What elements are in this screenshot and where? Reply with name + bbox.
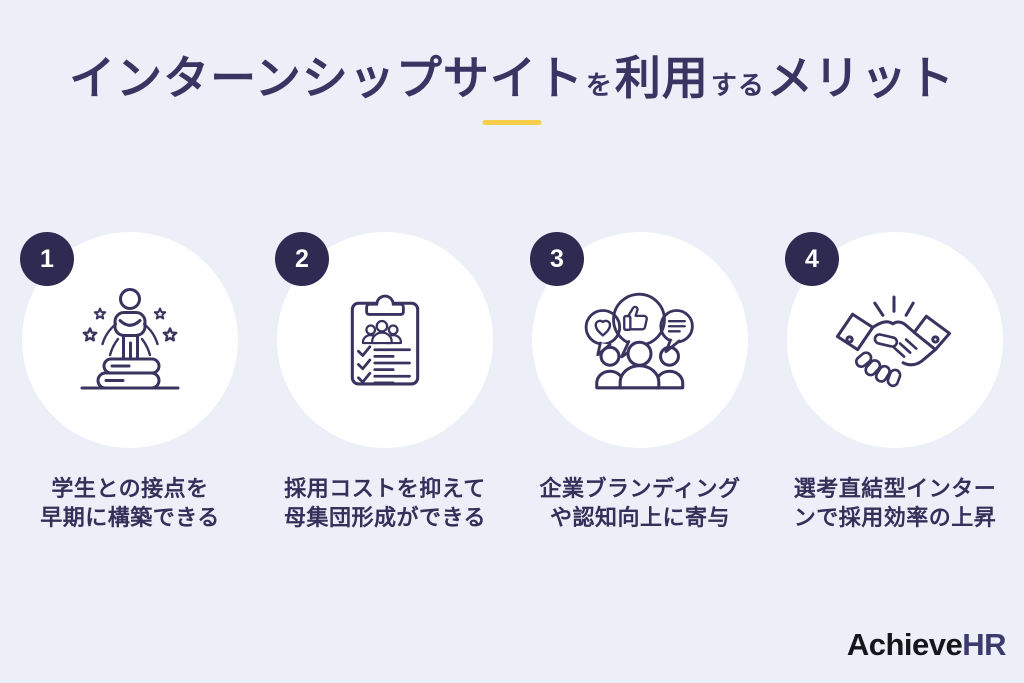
handshake-icon — [835, 295, 952, 387]
title-segment: を — [585, 70, 613, 100]
title-underline-accent — [482, 120, 542, 125]
caption-line: 採用コストを抑えて — [284, 476, 486, 501]
logo-text-achieve: Achieve — [846, 627, 963, 662]
caption-line: 選考直結型インター — [793, 476, 997, 501]
title-segment: インターンシップサイト — [69, 52, 584, 104]
branding-feedback-people-icon — [584, 292, 694, 390]
caption-line: 早期に構築できる — [40, 505, 220, 530]
title-segment: メリット — [766, 52, 955, 104]
benefit-caption: 企業ブランディング や認知向上に寄与 — [520, 474, 760, 532]
benefit-card-4: 4 選考直結型インター ンで採用効率の上昇 — [785, 232, 1003, 532]
caption-line: ンで採用効率の上昇 — [793, 505, 997, 530]
caption-line: や認知向上に寄与 — [549, 505, 730, 530]
benefit-caption: 学生との接点を 早期に構築できる — [10, 474, 250, 532]
benefit-card-1: 1 学生との接点を 早期に構築できる — [20, 232, 238, 532]
benefit-card-2: 2 採用コストを抑えて 母集団形成ができる — [275, 232, 493, 532]
achievement-person-on-books-icon — [80, 288, 180, 390]
title-segment: する — [710, 70, 765, 100]
benefit-caption: 採用コストを抑えて 母集団形成ができる — [265, 474, 505, 532]
benefit-caption: 選考直結型インター ンで採用効率の上昇 — [775, 474, 1015, 532]
achievehr-logo: AchieveHR — [846, 627, 1007, 663]
caption-line: 母集団形成ができる — [283, 505, 487, 530]
benefit-cards-row: 1 学生との接点を 早期に構築できる — [20, 232, 1003, 532]
recruitment-checklist-clipboard-icon — [350, 294, 420, 386]
title-segment: 利用 — [614, 52, 709, 104]
caption-line: 企業ブランディング — [539, 476, 741, 501]
number-badge: 3 — [530, 232, 584, 286]
benefit-card-3: 3 企業ブランディング や認知向上に寄与 — [530, 232, 748, 532]
logo-text-hr: HR — [962, 627, 1006, 662]
caption-line: 学生との接点を — [51, 476, 209, 501]
number-badge: 2 — [275, 232, 329, 286]
number-badge: 4 — [785, 232, 839, 286]
page-title: インターンシップサイト を 利用 する メリット — [0, 42, 1024, 108]
number-badge: 1 — [20, 232, 74, 286]
